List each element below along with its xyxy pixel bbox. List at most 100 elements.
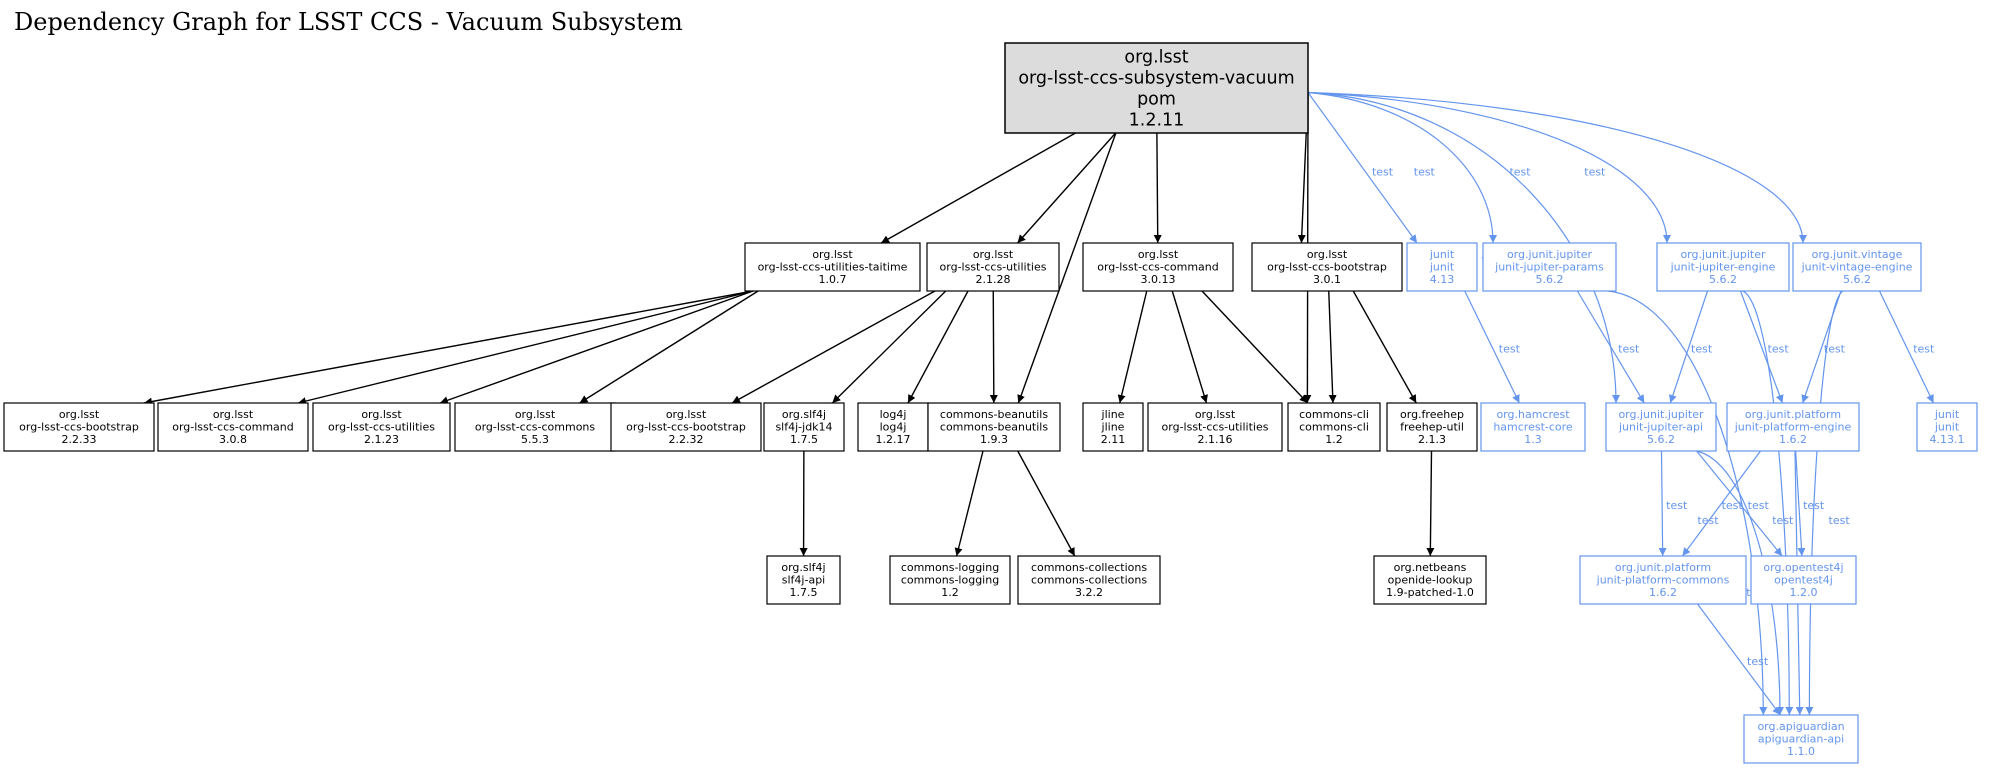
node-box [1482, 242, 1617, 292]
node-label-line: org.opentest4j [1763, 561, 1843, 574]
node-label-line: 5.6.2 [1647, 433, 1675, 446]
node-label-line: 3.0.13 [1141, 273, 1176, 286]
node-box [454, 402, 616, 452]
node-taitime[interactable]: org.lsstorg-lsst-ccs-utilities-taitime1.… [744, 242, 921, 292]
node-label-line: org.lsst [812, 248, 853, 261]
node-box [1406, 242, 1478, 292]
edge-label: test [1803, 499, 1825, 512]
node-label-line: org-lsst-ccs-bootstrap [1267, 261, 1387, 274]
node-label-line: 2.1.23 [364, 433, 399, 446]
edge-label: test [1768, 343, 1790, 356]
node-label-line: pom [1137, 89, 1176, 109]
node-openide[interactable]: org.netbeansopenide-lookup1.9-patched-1.… [1373, 555, 1487, 605]
node-box [766, 555, 841, 605]
node-label-line: 3.0.8 [219, 433, 247, 446]
node-label-line: 2.1.3 [1418, 433, 1446, 446]
node-label-line: junit-platform-commons [1596, 574, 1730, 587]
edge-japi-to-pcommons [1658, 450, 1667, 557]
node-label-line: org-lsst-ccs-bootstrap [626, 421, 746, 434]
edge-pengine-to-opentest [1795, 450, 1806, 557]
node-params[interactable]: org.junit.jupiterjunit-jupiter-params5.6… [1482, 242, 1617, 292]
edge-label: test [1824, 343, 1846, 356]
edge-params-to-japi [1576, 290, 1645, 404]
node-label-line: junit-jupiter-api [1618, 421, 1703, 434]
node-label-line: log4j [880, 421, 907, 434]
node-label-line: log4j [880, 408, 907, 421]
node-label-line: commons-collections [1031, 561, 1147, 574]
node-box [1605, 402, 1717, 452]
node-pengine[interactable]: org.junit.platformjunit-platform-engine1… [1726, 402, 1860, 452]
node-label-line: org.lsst [1307, 248, 1348, 261]
node-label-line: org-lsst-ccs-commons [475, 421, 596, 434]
edge-jengine-to-pengine [1739, 290, 1784, 404]
node-box [1147, 402, 1283, 452]
node-label-line: org.hamcrest [1496, 408, 1570, 421]
edge-label: test [1691, 343, 1713, 356]
edge-root-to-util2128 [1017, 132, 1117, 244]
node-label-line: junit [1934, 408, 1960, 421]
edge-freehep-to-openide [1426, 450, 1435, 557]
edge-taitime-to-commons553 [579, 290, 759, 404]
node-box [3, 402, 155, 452]
node-label-line: org.junit.jupiter [1507, 248, 1593, 261]
node-box [312, 402, 451, 452]
node-label-line: junit [1429, 261, 1455, 274]
node-vintage[interactable]: org.junit.vintagejunit-vintage-engine5.6… [1792, 242, 1922, 292]
edge-label: test [1772, 514, 1794, 527]
edge-label: test [1666, 499, 1688, 512]
node-box [1579, 555, 1747, 605]
node-box [1287, 402, 1381, 452]
node-jengine[interactable]: org.junit.jupiterjunit-jupiter-engine5.6… [1656, 242, 1790, 292]
node-label-line: org.junit.jupiter [1680, 248, 1766, 261]
node-root[interactable]: org.lsstorg-lsst-ccs-subsystem-vacuumpom… [1004, 42, 1309, 134]
node-label-line: 1.2 [1325, 433, 1343, 446]
node-label-line: org.junit.platform [1615, 561, 1711, 574]
edge-label: test [1509, 165, 1531, 178]
node-pcommons[interactable]: org.junit.platformjunit-platform-commons… [1579, 555, 1747, 605]
edge-japi-to-apiguardian [1695, 450, 1784, 716]
edge-vintage-to-pengine [1801, 290, 1842, 404]
node-box [763, 402, 845, 452]
node-label-line: 1.9-patched-1.0 [1386, 586, 1474, 599]
edge-root-to-params [1307, 91, 1497, 244]
node-label-line: org.lsst [59, 408, 100, 421]
edge-taitime-to-cmd308 [297, 290, 754, 405]
node-box [1251, 242, 1403, 292]
node-box [1373, 555, 1487, 605]
graph-title: Dependency Graph for LSST CCS - Vacuum S… [14, 8, 683, 36]
node-label-line: 4.13 [1430, 273, 1455, 286]
edge-beanutils-to-collections [1017, 450, 1076, 557]
node-label-line: 1.2 [941, 586, 959, 599]
node-box [744, 242, 921, 292]
node-box [1004, 42, 1309, 134]
edge-jengine-to-japi [1669, 290, 1709, 404]
edge-label: test [1747, 655, 1769, 668]
node-label-line: junit-platform-engine [1734, 421, 1852, 434]
node-box [1743, 714, 1859, 764]
node-collections[interactable]: commons-collectionscommons-collections3.… [1017, 555, 1161, 605]
node-label-line: org-lsst-ccs-utilities [328, 421, 435, 434]
